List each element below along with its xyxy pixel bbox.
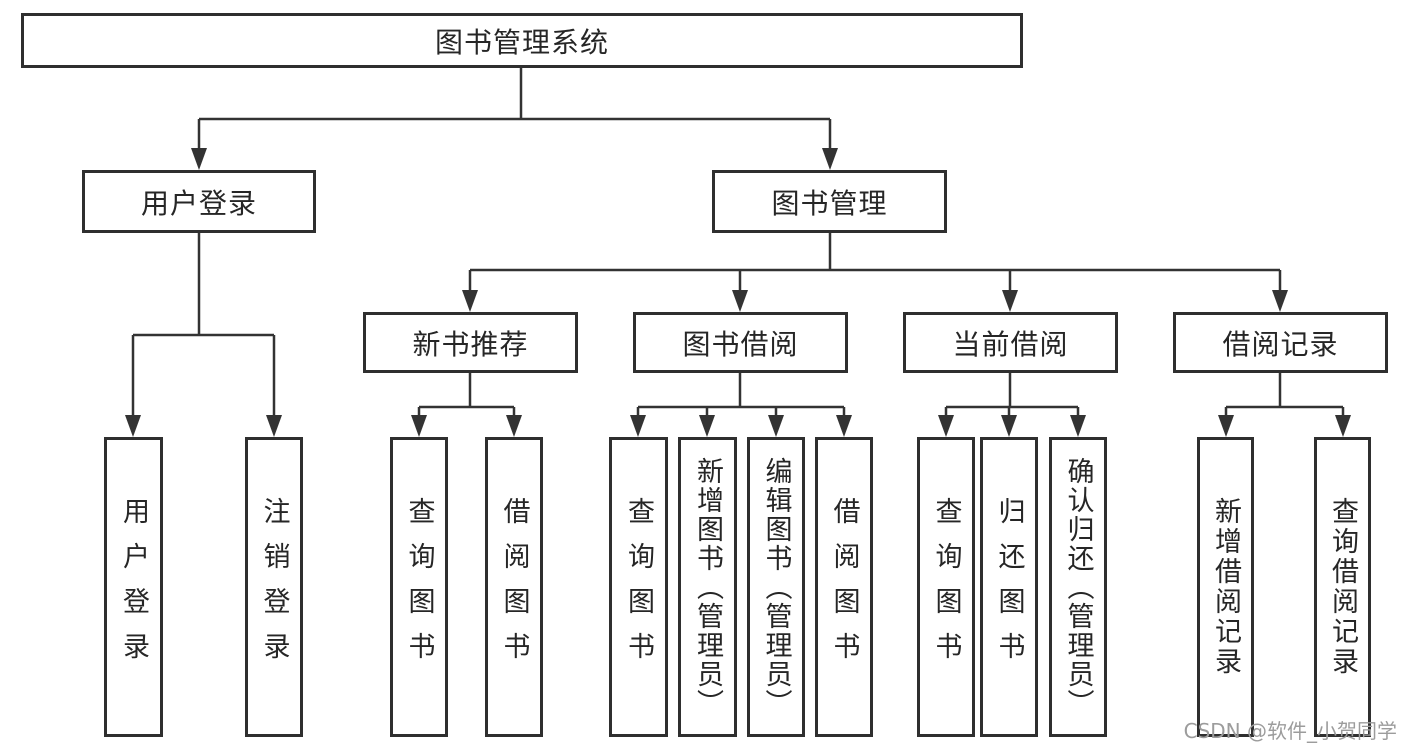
leaf-query-borrow-record: 查询借阅记录 — [1314, 437, 1371, 737]
leaf-label: 查询图书 — [623, 497, 654, 677]
arrowheads — [125, 148, 1351, 437]
leaf-logout: 注销登录 — [245, 437, 303, 737]
arrow-down-icon — [1002, 290, 1018, 312]
node-new-book-recommend: 新书推荐 — [363, 312, 578, 373]
arrow-down-icon — [1335, 415, 1351, 437]
arrow-down-icon — [411, 415, 427, 437]
arrow-down-icon — [1001, 415, 1017, 437]
leaf-edit-books-admin: 编辑图书（管理员） — [747, 437, 805, 737]
arrow-down-icon — [125, 415, 141, 437]
leaf-query-books-recommend: 查询图书 — [390, 437, 448, 737]
leaf-label: 新增借阅记录 — [1210, 497, 1241, 677]
node-label: 图书借阅 — [682, 327, 799, 361]
connector-root-to-level2 — [197, 68, 832, 162]
connector-borrow-records-to-leaves — [1224, 373, 1345, 429]
arrow-down-icon — [1070, 415, 1086, 437]
leaf-return-books: 归还图书 — [980, 437, 1038, 737]
arrow-down-icon — [938, 415, 954, 437]
arrow-down-icon — [1218, 415, 1234, 437]
node-current-borrow: 当前借阅 — [903, 312, 1118, 373]
connector-new-book-recommend-to-leaves — [417, 373, 516, 429]
leaf-confirm-return-admin: 确认归还（管理员） — [1049, 437, 1107, 737]
connector-book-management-to-level3 — [468, 233, 1282, 304]
leaf-label: 借阅图书 — [498, 497, 530, 677]
arrow-down-icon — [699, 415, 715, 437]
arrow-down-icon — [1272, 290, 1288, 312]
leaf-label: 查询图书 — [930, 497, 962, 677]
node-label: 用户登录 — [140, 186, 257, 220]
node-label: 图书管理系统 — [434, 25, 609, 59]
arrow-down-icon — [462, 290, 478, 312]
leaf-query-books-borrow: 查询图书 — [609, 437, 668, 737]
node-book-borrow: 图书借阅 — [633, 312, 848, 373]
leaf-label: 确认归还（管理员） — [1062, 456, 1094, 718]
connector-book-borrow-to-leaves — [636, 373, 846, 429]
leaf-label: 编辑图书（管理员） — [760, 456, 792, 718]
leaf-label: 新增图书（管理员） — [692, 456, 723, 718]
leaf-add-borrow-record: 新增借阅记录 — [1197, 437, 1254, 737]
arrow-down-icon — [822, 148, 838, 170]
arrow-down-icon — [506, 415, 522, 437]
leaf-user-login: 用户登录 — [104, 437, 163, 737]
node-label: 新书推荐 — [412, 327, 529, 361]
leaf-label: 用户登录 — [118, 497, 149, 677]
node-library-management-system: 图书管理系统 — [21, 13, 1023, 68]
arrow-down-icon — [768, 415, 784, 437]
node-user-login: 用户登录 — [82, 170, 316, 233]
csdn-watermark: CSDN @软件_小贺同学 — [1183, 719, 1397, 743]
arrow-down-icon — [732, 290, 748, 312]
arrow-down-icon — [266, 415, 282, 437]
leaf-label: 查询借阅记录 — [1327, 497, 1358, 677]
leaf-label: 借阅图书 — [828, 497, 860, 677]
node-label: 借阅记录 — [1222, 327, 1339, 361]
arrow-down-icon — [836, 415, 852, 437]
leaf-add-books-admin: 新增图书（管理员） — [678, 437, 737, 737]
leaf-borrow-books: 借阅图书 — [815, 437, 873, 737]
arrow-down-icon — [191, 148, 207, 170]
node-label: 当前借阅 — [952, 327, 1069, 361]
connector-user-login-to-leaves — [131, 233, 276, 429]
leaf-label: 注销登录 — [258, 497, 290, 677]
node-label: 图书管理 — [771, 186, 888, 220]
leaf-label: 归还图书 — [993, 497, 1025, 677]
leaf-query-books-current: 查询图书 — [917, 437, 975, 737]
node-borrow-records: 借阅记录 — [1173, 312, 1388, 373]
arrow-down-icon — [630, 415, 646, 437]
leaf-borrow-books-recommend: 借阅图书 — [485, 437, 543, 737]
node-book-management: 图书管理 — [712, 170, 947, 233]
leaf-label: 查询图书 — [403, 497, 435, 677]
